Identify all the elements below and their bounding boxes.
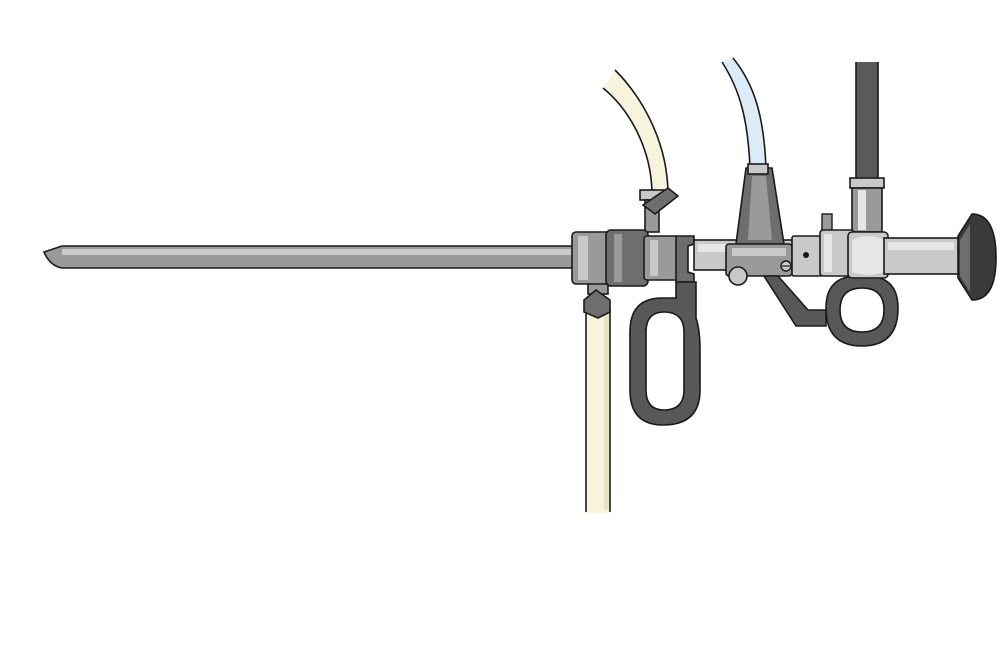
- water-tube: [721, 57, 767, 169]
- outflow-stopcock: [583, 279, 611, 319]
- eyepiece: [957, 213, 997, 301]
- rear-thumb-ring: [825, 275, 899, 347]
- light-cable: [849, 62, 885, 233]
- outflow-tube: [585, 308, 611, 513]
- bridge: [725, 163, 793, 286]
- sheath-connector: [571, 229, 695, 287]
- front-finger-loop: [629, 281, 701, 426]
- telescope-body: [847, 231, 961, 279]
- outer-sheath: [42, 245, 579, 269]
- trigger-arm: [762, 275, 827, 327]
- slide-block: [791, 213, 855, 277]
- inflow-stopcock: [639, 187, 680, 233]
- inflow-tube: [602, 69, 669, 196]
